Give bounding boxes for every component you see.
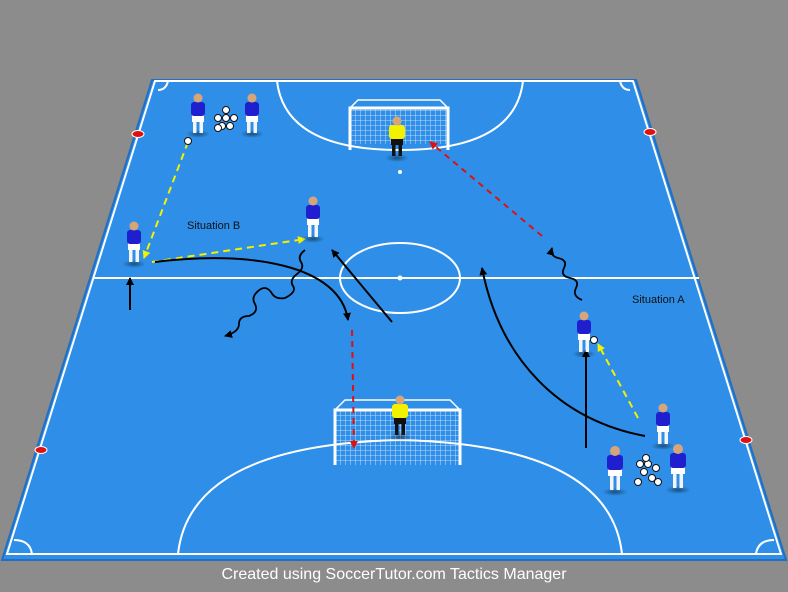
goalkeeper-top bbox=[385, 116, 409, 162]
ball-pile-bottom bbox=[634, 454, 662, 486]
player-top-left-2 bbox=[240, 93, 264, 138]
player-bottom-right-3 bbox=[665, 444, 691, 494]
ball-pile-top bbox=[214, 106, 238, 132]
pitch-boundary-line bbox=[5, 80, 783, 555]
pass-line-1-b bbox=[142, 141, 189, 259]
player-situation-b-passer bbox=[122, 221, 146, 268]
centre-spot bbox=[397, 275, 403, 281]
pass-line-a bbox=[597, 343, 639, 419]
dribble-zigzag-b bbox=[224, 249, 306, 338]
dribble-zigzag-a bbox=[546, 247, 583, 301]
corner-arc-top-left bbox=[157, 80, 169, 91]
shot-line-b bbox=[349, 329, 358, 449]
situation-a-label: Situation A bbox=[632, 294, 685, 306]
pass-line-2-b bbox=[151, 236, 306, 263]
ball-situation-a bbox=[590, 336, 598, 344]
corner-arc-bottom-left bbox=[13, 539, 33, 555]
shot-line-a bbox=[429, 141, 543, 237]
situation-b-label: Situation B bbox=[187, 220, 240, 232]
run-curve-b bbox=[154, 257, 351, 321]
run-curve-a bbox=[479, 267, 646, 437]
footer-credit: Created using SoccerTutor.com Tactics Ma… bbox=[221, 566, 567, 583]
player-top-left-1 bbox=[186, 93, 210, 138]
cone-markers bbox=[34, 128, 753, 454]
ball-single-top bbox=[184, 137, 192, 145]
top-penalty-spot bbox=[398, 170, 402, 174]
corner-arc-top-right bbox=[619, 80, 631, 91]
player-situation-b-receiver bbox=[301, 196, 325, 243]
player-bottom-right-1 bbox=[651, 403, 675, 450]
corner-arc-bottom-right bbox=[755, 539, 775, 555]
player-situation-a-dribbler bbox=[572, 311, 596, 358]
run-arrow-diag-b bbox=[331, 249, 393, 323]
centre-circle bbox=[339, 242, 461, 314]
goalkeeper-bottom bbox=[388, 395, 412, 441]
player-bottom-right-2 bbox=[602, 446, 628, 496]
